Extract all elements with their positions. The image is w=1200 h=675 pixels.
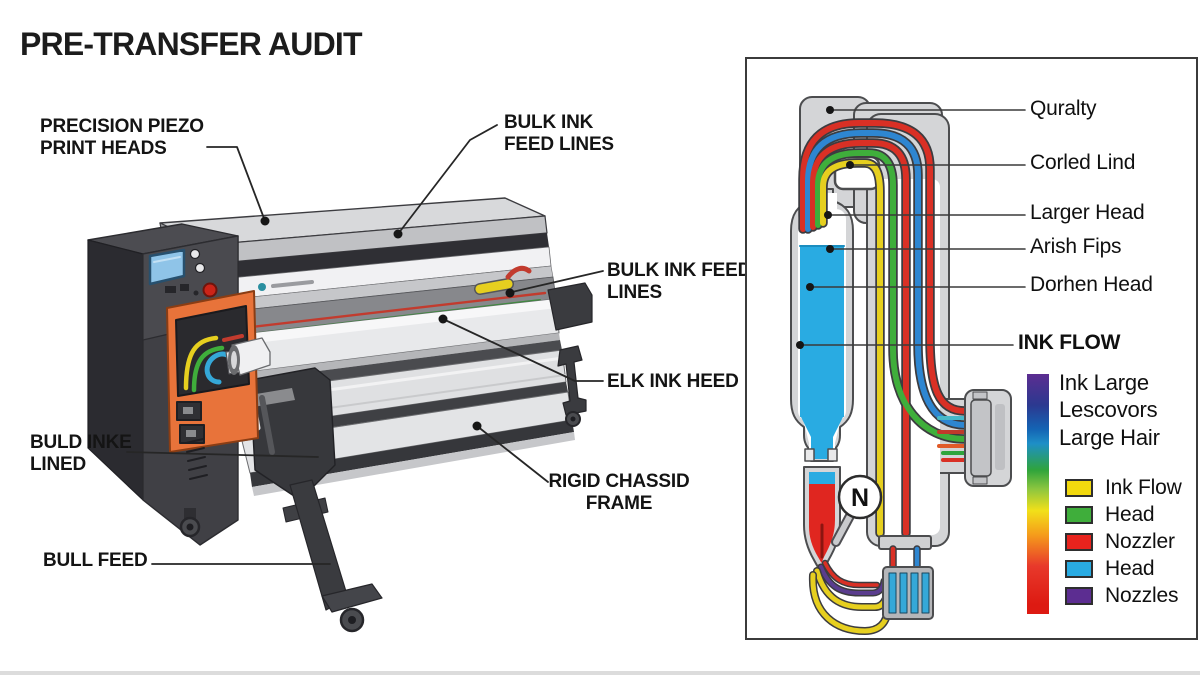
- legend-label: Nozzles: [1105, 584, 1179, 607]
- service-tube-yellow: [183, 335, 219, 391]
- leader-lines: [126, 124, 604, 565]
- control-panel: [142, 235, 239, 341]
- label-bulk-ink-feed-lines-right: BULK INK FEED LINES: [607, 260, 752, 304]
- ink-tank: [790, 188, 854, 462]
- label-corled-lind: Corled Lind: [1030, 151, 1136, 174]
- service-tube-green: [191, 345, 225, 393]
- legend-label: Head: [1105, 557, 1155, 580]
- panel-key[interactable]: [180, 284, 189, 291]
- platen-roller: [217, 298, 560, 383]
- page-title: PRE-TRANSFER AUDIT: [20, 26, 363, 62]
- carriage-channel: [214, 265, 557, 345]
- label-quralty: Quralty: [1030, 97, 1097, 120]
- media-spindle-cone: [228, 337, 271, 376]
- legend-label: Nozzler: [1105, 530, 1175, 553]
- maintenance-port[interactable]: [176, 401, 202, 421]
- ink-tube-red-curve: [505, 265, 532, 280]
- print-head-assembly: [878, 535, 934, 620]
- legend-row: Nozzler: [1065, 530, 1182, 553]
- return-tubes: [808, 559, 892, 635]
- ink-tube-bundle-yellow: [475, 279, 513, 294]
- return-tube-yellow: [810, 572, 891, 634]
- dropper-reservoir: [803, 466, 841, 583]
- control-tower: [87, 223, 259, 546]
- ink-line-green: [222, 299, 541, 338]
- panel-button[interactable]: [189, 248, 201, 260]
- legend-row: Nozzles: [1065, 584, 1182, 607]
- take-up-roller: [229, 349, 567, 431]
- gradient-caption: Ink Large Lescovors Large Hair: [1059, 370, 1160, 450]
- legend-label: Head: [1105, 503, 1155, 526]
- label-bulk-ink-feed-lines-top: BULK INK FEED LINES: [504, 112, 614, 156]
- service-tube-cyan: [204, 351, 235, 385]
- caster-wheel: [339, 607, 365, 633]
- emergency-stop-button[interactable]: [202, 282, 218, 298]
- ink-line-red: [223, 291, 547, 332]
- ink-level-fill: [800, 245, 844, 417]
- printer-top-cover: [159, 197, 548, 265]
- ink-gradient-scale: [1027, 374, 1049, 614]
- label-precision-piezo-print-heads: PRECISION PIEZO PRINT HEADS: [40, 116, 204, 160]
- ink-flow-diagram: N: [790, 96, 1026, 635]
- legend-row: Ink Flow: [1065, 476, 1182, 499]
- label-ink-flow: INK FLOW: [1018, 331, 1121, 354]
- lcd-screen[interactable]: [148, 248, 186, 286]
- ink-tube-red: [810, 140, 909, 536]
- n-badge: N: [831, 474, 883, 547]
- right-bracket: [557, 345, 587, 427]
- maintenance-port[interactable]: [179, 424, 205, 444]
- caster-wheel: [565, 411, 581, 427]
- head-slot: [910, 572, 919, 614]
- label-dorhen-head: Dorhen Head: [1030, 273, 1153, 296]
- legend-row: Head: [1065, 503, 1182, 526]
- ribbon-stripes: [937, 416, 967, 462]
- legend-swatch-red: [1065, 533, 1093, 551]
- legend-swatch-blue: [1065, 560, 1093, 578]
- legend-swatch-yellow: [1065, 479, 1093, 497]
- service-tube-red: [222, 334, 244, 342]
- vent-slits: [185, 438, 208, 480]
- image-bottom-edge: [0, 671, 1200, 675]
- panel-button[interactable]: [194, 262, 206, 274]
- beam-end-cap: [547, 282, 593, 331]
- return-tube-red: [823, 561, 879, 587]
- diagram-leader-dots: [796, 106, 854, 349]
- ink-tube-blue: [805, 130, 968, 428]
- n-badge-letter: N: [851, 484, 869, 512]
- printer-cover-slot: [208, 233, 549, 280]
- legend-swatch-green: [1065, 506, 1093, 524]
- legend-row: Head: [1065, 557, 1182, 580]
- label-bull-feed: BULL FEED: [43, 550, 148, 571]
- legend: Ink Flow Head Nozzler Head Nozzles: [1065, 476, 1182, 614]
- head-slot: [921, 572, 930, 614]
- connector-block: [964, 389, 1012, 487]
- ink-tube-red: [800, 120, 968, 414]
- label-rigid-chassid-frame: RIGID CHASSID FRAME: [548, 471, 690, 515]
- orange-access-panel: [166, 290, 259, 453]
- brand-logo-dot: [258, 283, 266, 291]
- legend-swatch-purple: [1065, 587, 1093, 605]
- label-elk-ink-heed: ELK INK HEED: [607, 371, 739, 392]
- label-buld-inke-lined: BULD INKE LINED: [30, 432, 132, 476]
- stand-legs: [282, 479, 383, 633]
- diagram-leader-lines: [799, 109, 1026, 346]
- leader-dots: [260, 216, 515, 431]
- ink-tube-yellow: [820, 160, 883, 536]
- caster-wheel: [179, 516, 201, 538]
- panel-key[interactable]: [165, 286, 176, 293]
- head-slot: [899, 572, 908, 614]
- head-slot: [888, 572, 897, 614]
- chassis-base: [241, 391, 575, 496]
- media-hub: [243, 357, 336, 501]
- ink-flow-panel: N: [745, 57, 1198, 640]
- label-larger-head: Larger Head: [1030, 201, 1145, 224]
- legend-label: Ink Flow: [1105, 476, 1182, 499]
- printer-front-fascia: [209, 246, 552, 302]
- brand-logo-text: [271, 280, 314, 288]
- label-arish-fips: Arish Fips: [1030, 235, 1122, 258]
